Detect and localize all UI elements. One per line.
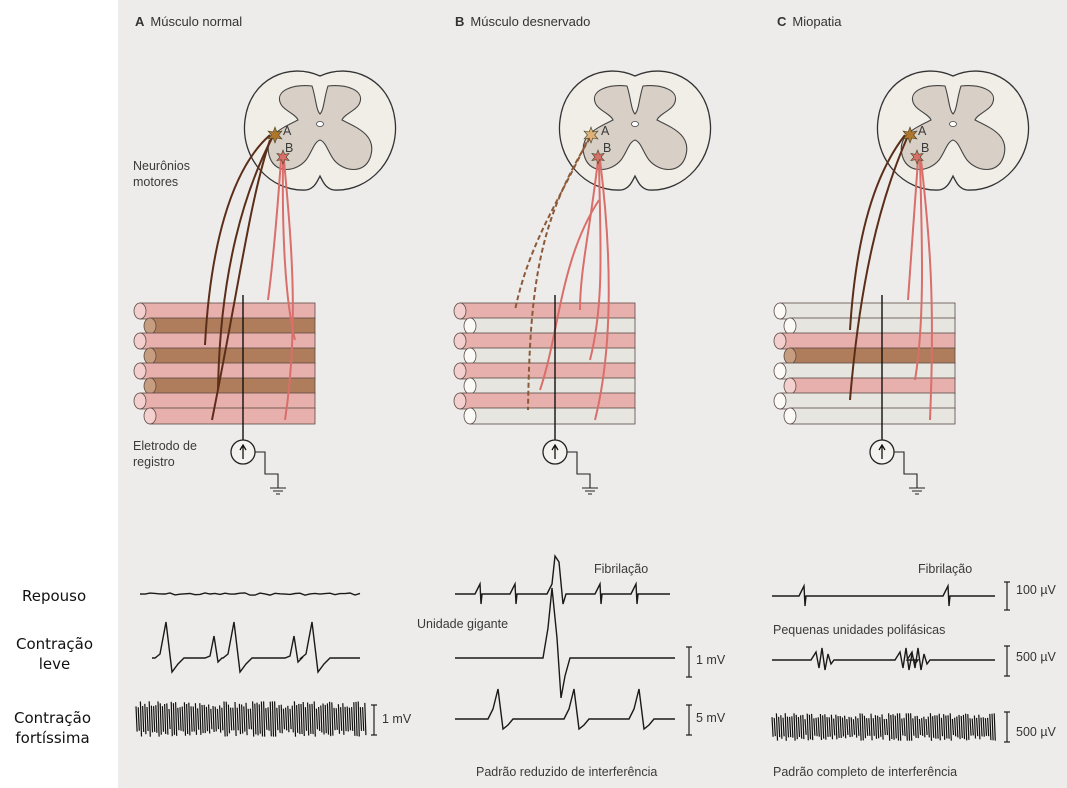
muscle-fiber	[460, 393, 635, 409]
fiber-end	[134, 333, 146, 349]
neuron-a-label-a: A	[283, 123, 291, 139]
ground-wire	[567, 452, 590, 488]
neuron-a-label-b: A	[601, 123, 609, 139]
scale-bar-c-light	[1004, 646, 1010, 676]
neuron-b-label-c: B	[921, 140, 929, 156]
muscle-fiber	[790, 318, 955, 334]
fiber-end	[774, 393, 786, 409]
fiber-end	[464, 318, 476, 334]
fiber-end	[454, 363, 466, 379]
fiber-end	[774, 333, 786, 349]
fiber-end	[144, 348, 156, 364]
ground-wire	[894, 452, 917, 488]
trace-b-strong	[455, 689, 675, 729]
central-canal	[950, 122, 957, 127]
ground-symbol	[582, 488, 598, 494]
neuron-b-label-b: B	[603, 140, 611, 156]
trace-a-light	[152, 622, 360, 672]
spinal-cord-a	[244, 71, 395, 190]
fiber-end	[454, 303, 466, 319]
muscle-fiber	[140, 363, 315, 379]
scale-bar-c-rest	[1004, 582, 1010, 610]
scale-label-b-strong: 5 mV	[696, 711, 725, 725]
scale-label-c-rest: 100 µV	[1016, 583, 1056, 597]
scale-bar-b-strong	[686, 705, 692, 735]
scale-bar-c-strong	[1004, 712, 1010, 742]
ground-symbol	[909, 488, 925, 494]
fiber-end	[134, 393, 146, 409]
trace-c-strong	[772, 713, 995, 741]
muscle-fiber	[780, 393, 955, 409]
fiber-end	[144, 318, 156, 334]
giant-unit-label: Unidade gigante	[417, 616, 508, 632]
central-canal	[632, 122, 639, 127]
ground-symbol	[270, 488, 286, 494]
fiber-end	[784, 408, 796, 424]
muscle-fiber	[470, 318, 635, 334]
trace-c-light	[772, 648, 995, 670]
scale-bar-b-light	[686, 647, 692, 677]
trace-a-strong	[136, 701, 366, 736]
fiber-end	[784, 318, 796, 334]
row-label-strong: Contraçãofortíssima	[14, 708, 91, 748]
central-canal	[317, 122, 324, 127]
electrode-label: Eletrodo deregistro	[133, 438, 197, 470]
panel-a-title: AMúsculo normal	[135, 14, 242, 29]
scale-label-a-strong: 1 mV	[382, 712, 411, 726]
trace-b-light	[455, 588, 675, 698]
muscle-fiber	[470, 378, 635, 394]
fiber-end	[774, 303, 786, 319]
scale-label-c-light: 500 µV	[1016, 650, 1056, 664]
muscle-bundle-c	[774, 303, 955, 424]
muscle-fiber	[460, 333, 635, 349]
ground-wire	[255, 452, 278, 488]
scale-label-c-strong: 500 µV	[1016, 725, 1056, 739]
muscle-fiber	[150, 408, 315, 424]
fiber-end	[134, 303, 146, 319]
muscle-fiber	[780, 363, 955, 379]
fiber-end	[784, 348, 796, 364]
muscle-fiber	[470, 408, 635, 424]
fiber-end	[774, 363, 786, 379]
fiber-end	[144, 408, 156, 424]
complete-pattern-label: Padrão completo de interferência	[773, 764, 957, 780]
fiber-end	[454, 333, 466, 349]
reduced-pattern-label: Padrão reduzido de interferência	[476, 764, 657, 780]
fibrillation-label-b: Fibrilação	[594, 561, 648, 577]
fiber-end	[464, 408, 476, 424]
fiber-end	[464, 348, 476, 364]
muscle-fiber	[790, 348, 955, 364]
scale-label-b-light: 1 mV	[696, 653, 725, 667]
fibrillation-label-c: Fibrilação	[918, 561, 972, 577]
muscle-fiber	[470, 348, 635, 364]
trace-c-rest	[772, 586, 995, 606]
muscle-fiber	[780, 303, 955, 319]
fiber-end	[784, 378, 796, 394]
muscle-fiber	[780, 333, 955, 349]
fiber-end	[454, 393, 466, 409]
small-polyphasic-label: Pequenas unidades polifásicas	[773, 622, 945, 638]
trace-a-rest	[140, 593, 360, 595]
fiber-end	[134, 363, 146, 379]
spinal-cord-b	[559, 71, 710, 190]
fiber-end	[144, 378, 156, 394]
fiber-end	[464, 378, 476, 394]
scale-bar-a-strong	[371, 705, 377, 735]
neuron-a-label-c: A	[918, 123, 926, 139]
neuron-b-label-a: B	[285, 140, 293, 156]
row-label-rest: Repouso	[22, 586, 86, 606]
spinal-cord-c	[877, 71, 1028, 190]
